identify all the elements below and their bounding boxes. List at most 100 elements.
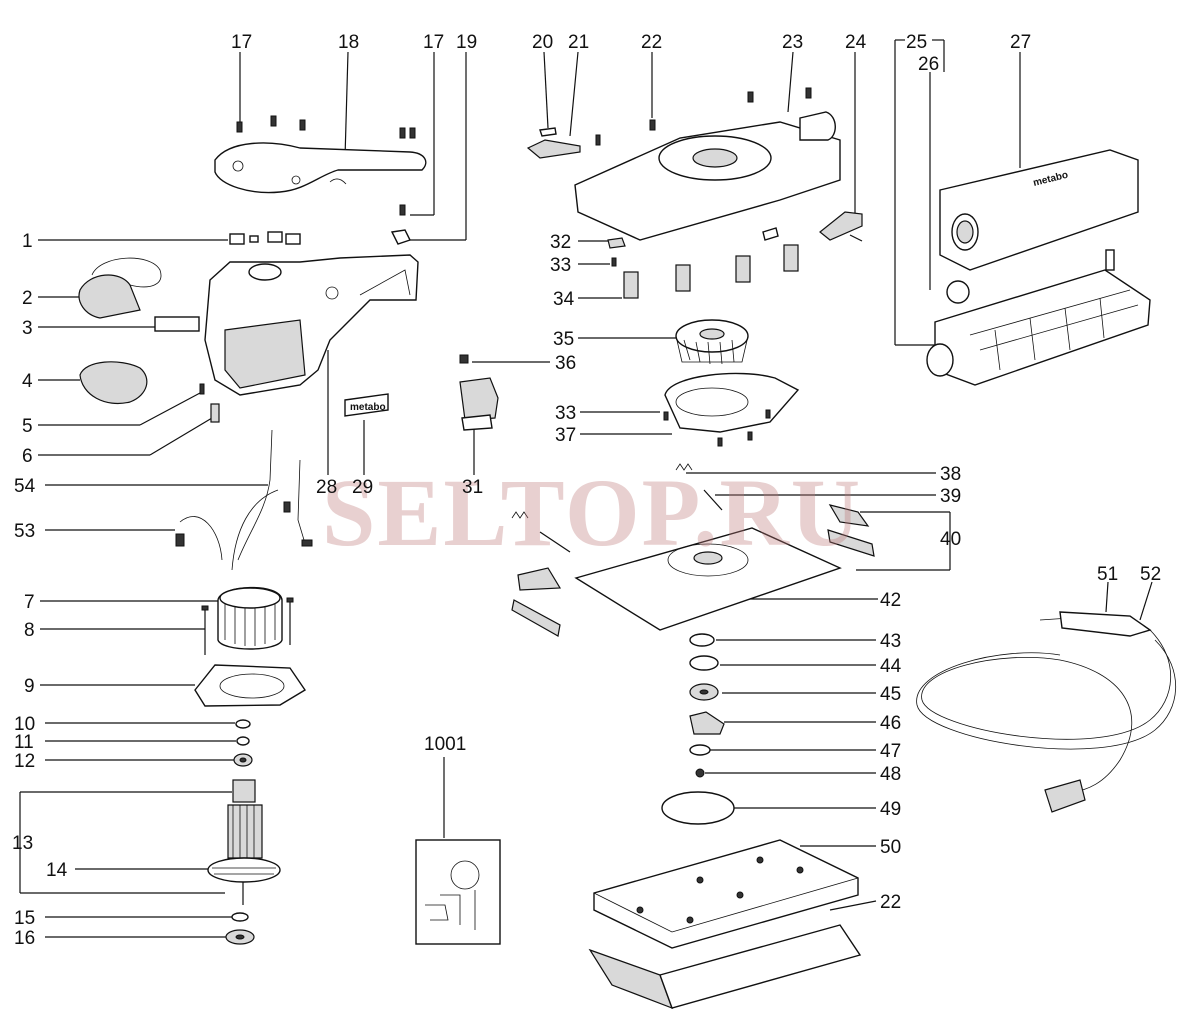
latch-part	[819, 211, 863, 242]
label-strip-part	[154, 316, 200, 332]
clamp-parts	[511, 463, 875, 637]
sanding-pad-part	[588, 839, 862, 1010]
callout-28: 28	[316, 477, 337, 498]
dust-box-frame-part	[926, 249, 1151, 386]
callout-39: 39	[940, 486, 961, 507]
callout-49: 49	[880, 799, 901, 820]
handle-cover-part	[214, 115, 427, 245]
callout-1: 1	[22, 231, 33, 252]
nut-parts-34	[623, 227, 799, 299]
clip-part-32	[607, 237, 626, 249]
washer-part-47	[689, 744, 711, 756]
washer-part-43	[689, 633, 715, 647]
fan-housing-part	[663, 372, 800, 447]
callout-10: 10	[14, 714, 35, 735]
armature-part	[207, 779, 281, 905]
long-screws-part	[201, 597, 294, 655]
motor-housing-part	[204, 254, 419, 396]
bearing-part-16	[225, 929, 255, 945]
nut-part-48	[695, 768, 705, 778]
washer-part-44	[689, 655, 719, 671]
callout-36: 36	[555, 353, 576, 374]
fan-part	[675, 319, 749, 365]
screw-part-5	[199, 383, 205, 395]
lever-parts	[526, 119, 656, 159]
callout-11: 11	[14, 732, 34, 753]
callout-37: 37	[555, 425, 576, 446]
brush-holder-part	[78, 257, 162, 319]
callout-5: 5	[22, 416, 33, 437]
callout-51: 51	[1097, 564, 1118, 585]
spacer-part-6	[210, 403, 220, 423]
watermark-text: SELTOP.RU	[322, 459, 862, 566]
callout-18: 18	[338, 32, 359, 53]
dust-bag-part: metabo	[939, 149, 1139, 271]
base-housing-part	[574, 87, 841, 241]
nameplate-brand-text: metabo	[350, 402, 386, 413]
callout-48: 48	[880, 764, 901, 785]
callout-46: 46	[880, 713, 901, 734]
callout-16: 16	[14, 928, 35, 949]
callout-4: 4	[22, 371, 33, 392]
stator-part	[217, 586, 283, 650]
callout-40: 40	[940, 529, 961, 550]
disc-part-49	[661, 791, 735, 825]
callout-numbers: 17 18 17 19 20 21 22 23 24 25 26 27 1 2 …	[12, 32, 1161, 949]
callout-7: 7	[24, 592, 35, 613]
screw-part-36	[459, 354, 469, 364]
leader-lines	[19, 39, 1153, 938]
callout-32: 32	[550, 232, 571, 253]
callout-6: 6	[22, 446, 33, 467]
callout-50: 50	[880, 837, 901, 858]
switch-cover-part	[79, 361, 148, 404]
callout-27: 27	[1010, 32, 1031, 53]
callout-54: 54	[14, 476, 36, 497]
callout-17a: 17	[231, 32, 252, 53]
filter-disc-part	[946, 280, 970, 304]
callout-33a: 33	[550, 255, 571, 276]
callout-43: 43	[880, 631, 901, 652]
callout-13: 13	[12, 833, 33, 854]
callout-14: 14	[46, 860, 68, 881]
callout-21: 21	[568, 32, 589, 53]
callout-31: 31	[462, 477, 483, 498]
callout-12: 12	[14, 751, 35, 772]
callout-25: 25	[906, 32, 927, 53]
callout-24: 24	[845, 32, 867, 53]
callout-26: 26	[918, 54, 939, 75]
callout-19: 19	[456, 32, 477, 53]
callout-22a: 22	[641, 32, 662, 53]
washer-part-15	[231, 912, 249, 922]
bearing-part-45	[689, 683, 719, 701]
screws-top-left	[236, 115, 416, 216]
callout-34: 34	[553, 289, 575, 310]
callout-33b: 33	[555, 403, 576, 424]
wiring-inset-part	[415, 839, 501, 945]
callout-17b: 17	[423, 32, 444, 53]
callout-29: 29	[352, 477, 373, 498]
callout-53: 53	[14, 521, 35, 542]
callout-1001: 1001	[424, 734, 466, 755]
callout-2: 2	[22, 288, 33, 309]
callout-44: 44	[880, 656, 902, 677]
callout-20: 20	[532, 32, 553, 53]
callout-45: 45	[880, 684, 901, 705]
callout-3: 3	[22, 318, 33, 339]
callout-8: 8	[24, 620, 35, 641]
clip-parts	[229, 231, 301, 245]
callout-47: 47	[880, 741, 901, 762]
callout-38: 38	[940, 464, 961, 485]
callout-52: 52	[1140, 564, 1161, 585]
callout-22b: 22	[880, 892, 901, 913]
flange-part	[194, 664, 306, 707]
screw-part-33	[611, 257, 617, 267]
eccentric-part-46	[689, 711, 725, 735]
callout-35: 35	[553, 329, 574, 350]
power-cable-part	[916, 611, 1177, 813]
callout-9: 9	[24, 676, 35, 697]
switch-part	[459, 377, 499, 431]
base-plate-part	[574, 527, 842, 631]
callout-42: 42	[880, 590, 901, 611]
wire-parts	[175, 429, 313, 571]
